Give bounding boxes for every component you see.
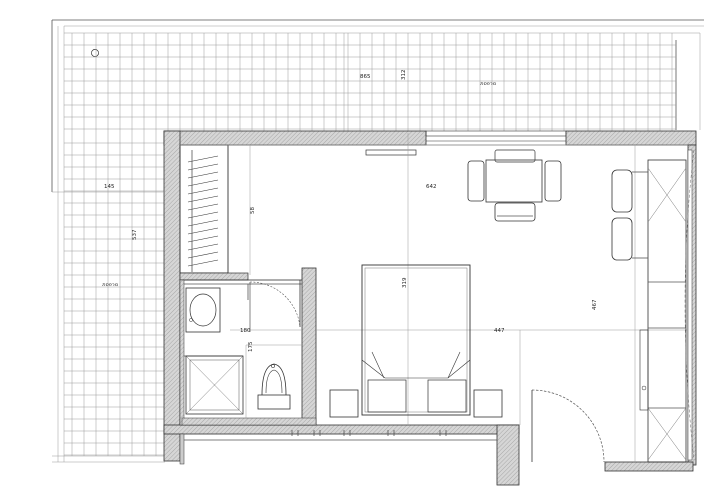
sink-icon xyxy=(189,293,217,327)
closet-hangers xyxy=(187,150,219,272)
hanger-icon xyxy=(187,179,219,187)
chair-icon xyxy=(467,160,485,202)
chair-icon xyxy=(494,202,536,222)
dim-terrace-top: 865 xyxy=(360,74,371,80)
shower-icon xyxy=(185,355,244,415)
dim-closet: 58 xyxy=(250,207,256,214)
hanger-icon xyxy=(187,187,219,195)
bed-set xyxy=(329,264,503,418)
chair-icon xyxy=(544,160,562,202)
terrace-tile-grid xyxy=(64,33,676,456)
nightstand-icon xyxy=(329,389,359,418)
room-reference-lines xyxy=(52,133,688,462)
dim-terrace-top-v: 312 xyxy=(401,70,407,81)
interior-walls xyxy=(179,144,317,426)
bed-icon xyxy=(361,264,471,416)
terrace-top-label: מרפסת xyxy=(480,81,496,87)
dim-room-inner: 447 xyxy=(494,328,505,334)
dim-room-height: 467 xyxy=(592,299,598,310)
threshold-ticks xyxy=(291,430,447,436)
hanger-icon xyxy=(187,211,219,219)
dim-bathroom-v: 175 xyxy=(248,341,254,352)
hanger-icon xyxy=(187,235,219,243)
bathroom-fixtures xyxy=(184,280,302,418)
hanger-icon xyxy=(187,243,219,251)
door-swing xyxy=(531,389,605,463)
hanger-icon xyxy=(187,195,219,203)
kitchen-counter xyxy=(611,149,695,463)
room-labels: מרפסת מרפסת xyxy=(102,81,496,288)
toilet-icon xyxy=(261,363,287,396)
hanger-icon xyxy=(187,163,219,171)
hanger-icon xyxy=(187,171,219,179)
entry-door xyxy=(531,389,605,463)
dining-set xyxy=(467,149,562,222)
hanger-icon xyxy=(187,203,219,211)
bathroom-door-swing xyxy=(249,281,301,328)
hanger-icon xyxy=(187,227,219,235)
hanger-icon xyxy=(187,259,219,267)
dim-bathroom: 180 xyxy=(240,328,251,334)
terrace-outline xyxy=(51,19,704,463)
exterior-walls xyxy=(163,130,697,486)
drain-icon xyxy=(91,49,99,57)
dim-room-width: 642 xyxy=(426,184,437,190)
terrace-left-label: מרפסת xyxy=(102,282,118,288)
stool-icon xyxy=(611,169,633,213)
nightstand-icon xyxy=(473,389,503,418)
sink-counter xyxy=(185,287,221,333)
dim-bed: 319 xyxy=(402,277,408,288)
hanger-icon xyxy=(187,251,219,259)
dim-terrace-left: 145 xyxy=(104,184,115,190)
pillow-icon xyxy=(367,379,407,413)
hanger-icon xyxy=(187,219,219,227)
chair-icon xyxy=(494,149,536,163)
hanger-icon xyxy=(187,155,219,163)
dim-terrace-left-v: 537 xyxy=(132,229,138,240)
toilet-tank xyxy=(257,394,291,410)
dimension-labels: 865 312 145 537 642 58 180 175 319 447 4… xyxy=(104,70,598,353)
stool-icon xyxy=(611,217,633,261)
dining-table xyxy=(485,159,543,203)
pillow-icon xyxy=(427,379,467,413)
